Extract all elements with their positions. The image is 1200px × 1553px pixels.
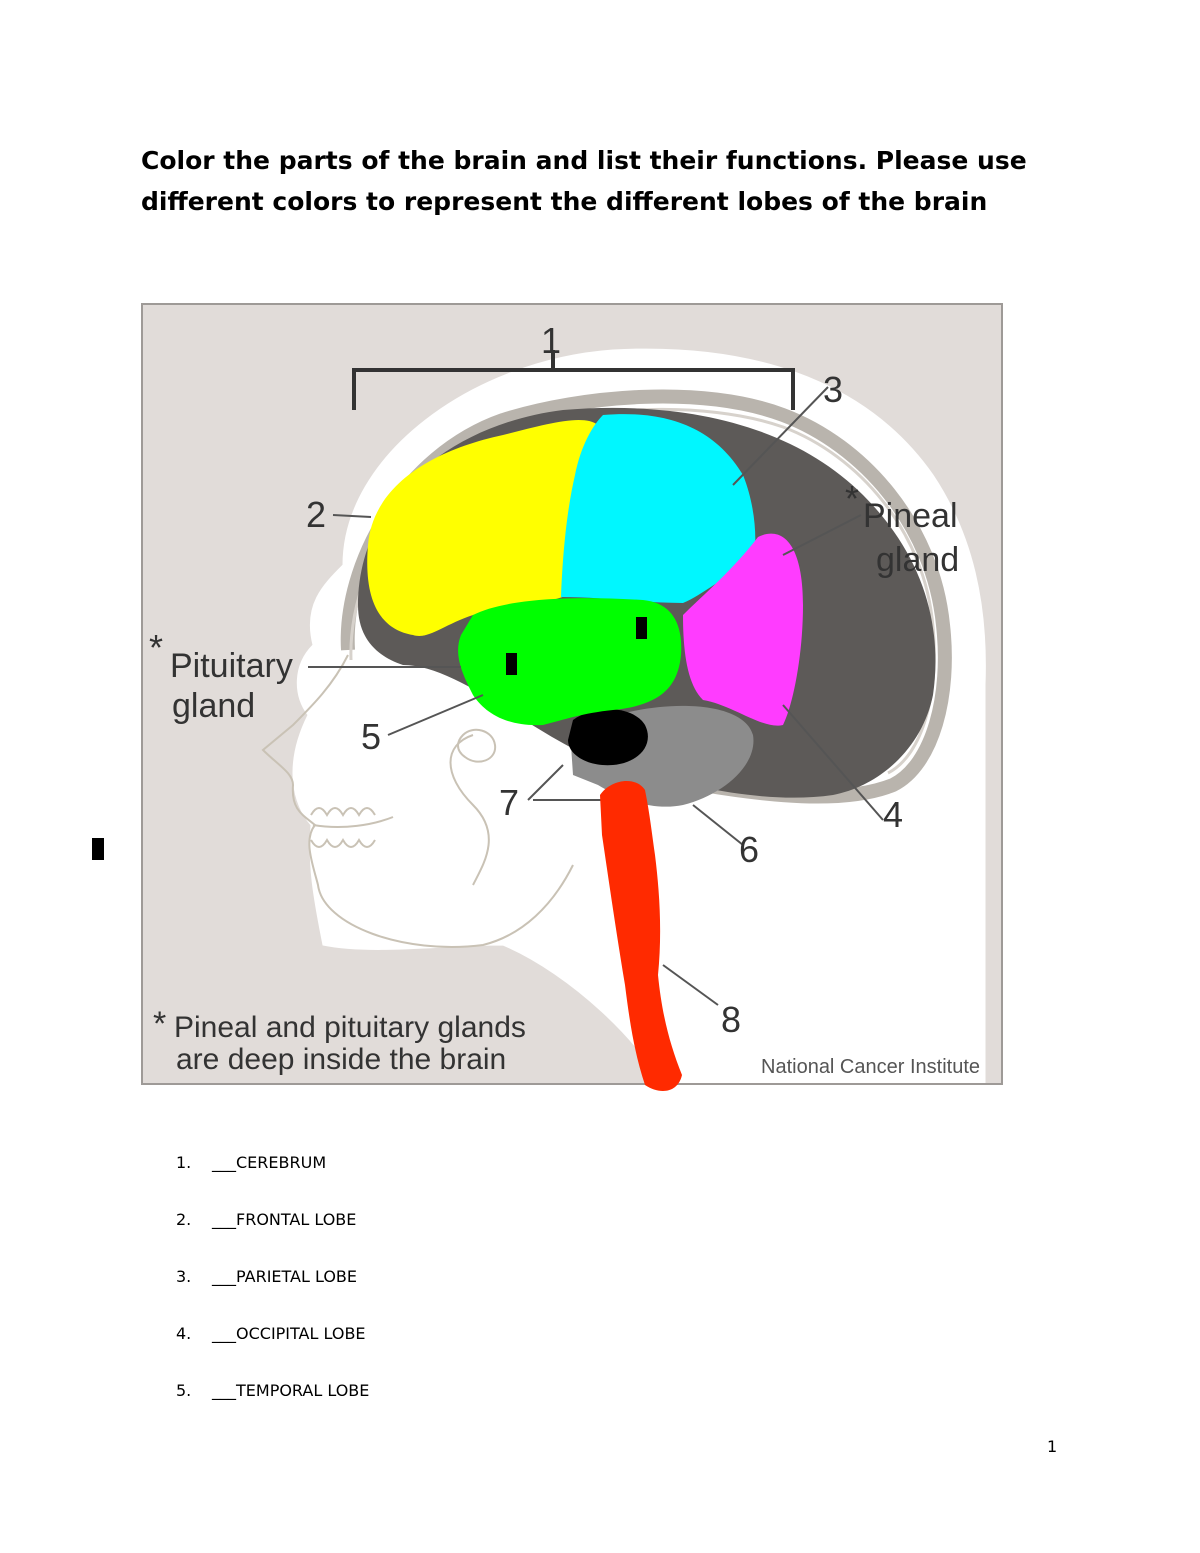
callout-8: 8 (721, 999, 741, 1040)
list-item: 3. ___PARIETAL LOBE (176, 1267, 369, 1324)
pineal-label-line2: gland (876, 541, 959, 579)
pituitary-label-line1: Pituitary (170, 647, 293, 685)
list-item-number: 1. (176, 1153, 192, 1172)
list-item: 5. ___TEMPORAL LOBE (176, 1381, 369, 1438)
list-item-text: ___FRONTAL LOBE (212, 1210, 357, 1229)
footnote-line1: Pineal and pituitary glands (174, 1011, 526, 1044)
pineal-star: * (845, 478, 859, 519)
callout-1: 1 (541, 320, 561, 361)
teeth (310, 807, 376, 848)
temporal-mark-right (636, 617, 647, 639)
list-item: 2. ___FRONTAL LOBE (176, 1210, 369, 1267)
answer-list: 1. ___CEREBRUM 2. ___FRONTAL LOBE 3. ___PAR… (176, 1153, 369, 1438)
callout-6: 6 (739, 829, 759, 870)
spinal-cord (600, 780, 682, 1091)
callout-7: 7 (499, 782, 519, 823)
cerebrum-bracket (352, 350, 795, 410)
occipital-lobe (683, 533, 803, 726)
list-item-text: ___TEMPORAL LOBE (212, 1381, 370, 1400)
frontal-lobe (367, 419, 599, 636)
side-mark (92, 838, 104, 860)
credit-label: National Cancer Institute (761, 1056, 980, 1078)
callout-5: 5 (361, 716, 381, 757)
list-item-number: 5. (176, 1381, 192, 1400)
face-outline (261, 654, 574, 948)
pituitary-star: * (149, 627, 163, 668)
list-item-text: ___CEREBRUM (212, 1153, 327, 1172)
list-item-number: 3. (176, 1267, 192, 1286)
skull-outline (340, 389, 952, 804)
list-item: 1. ___CEREBRUM (176, 1153, 369, 1210)
list-item: 4. ___OCCIPITAL LOBE (176, 1324, 369, 1381)
jaw-outline (312, 734, 490, 886)
temporal-lobe (458, 598, 682, 726)
brain-illustration: 1 2 3 4 5 6 7 8 * Pineal gland * Pituita… (149, 320, 986, 1083)
list-item-text: ___OCCIPITAL LOBE (212, 1324, 366, 1343)
instructions-heading: Color the parts of the brain and list th… (141, 146, 1027, 216)
callout-4: 4 (883, 794, 903, 835)
footnote-line2: are deep inside the brain (176, 1043, 506, 1076)
footnote-star: * (153, 1005, 166, 1043)
leader-lines (308, 386, 884, 1006)
eye-socket (457, 728, 497, 763)
parietal-lobe (561, 414, 756, 603)
brainstem (568, 709, 648, 766)
list-item-number: 4. (176, 1324, 192, 1343)
callout-2: 2 (306, 494, 326, 535)
list-item-text: ___PARIETAL LOBE (212, 1267, 358, 1286)
pituitary-label-line2: gland (172, 687, 255, 725)
page-number: 1 (1047, 1437, 1058, 1456)
callout-3: 3 (823, 369, 843, 410)
temporal-mark-left (506, 653, 517, 675)
list-item-number: 2. (176, 1210, 192, 1229)
brain-diagram: 1 2 3 4 5 6 7 8 * Pineal gland * Pituita… (141, 303, 1003, 1085)
pineal-label-line1: Pineal (863, 497, 958, 535)
